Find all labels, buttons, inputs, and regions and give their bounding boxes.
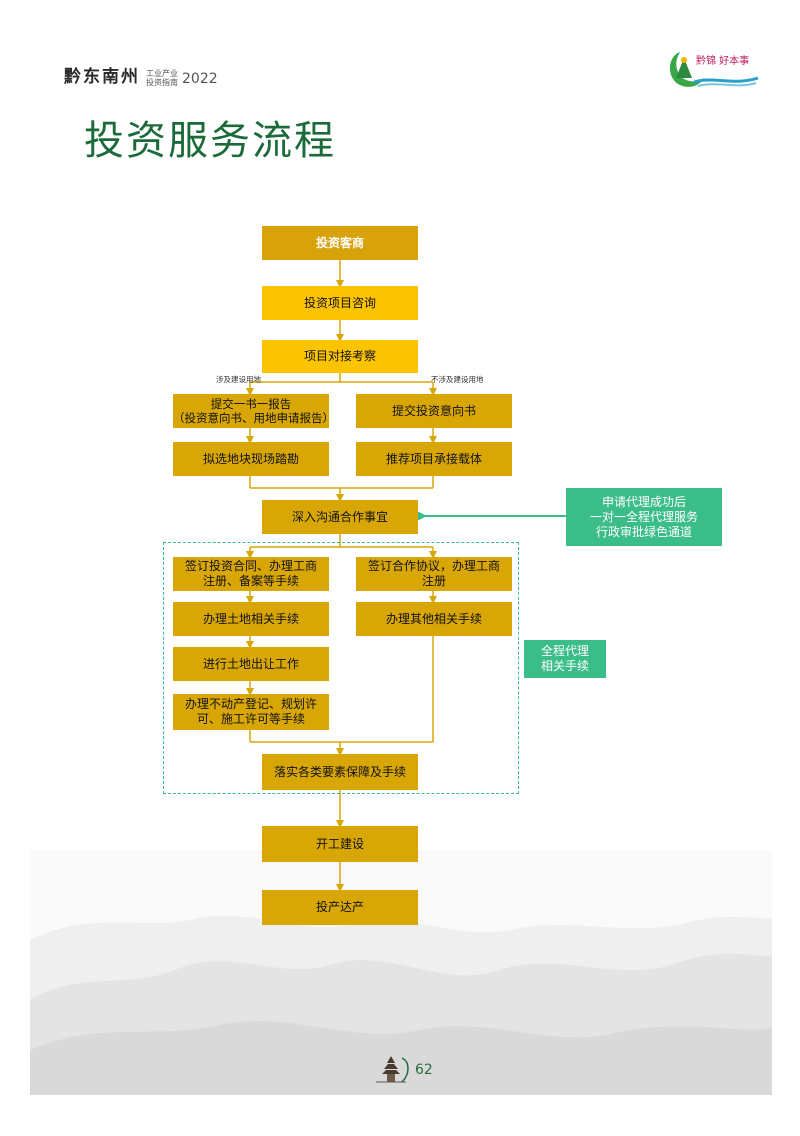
node-site-survey: 拟选地块现场踏勘	[173, 442, 329, 476]
node-project-consulting: 投资项目咨询	[262, 286, 418, 320]
node-deep-communication: 深入沟通合作事宜	[262, 500, 418, 534]
green-channel-note: 申请代理成功后 一对一全程代理服务 行政审批绿色通道	[566, 488, 722, 546]
logo-text: 黔锦 好本事	[696, 56, 750, 67]
branch-left-label: 涉及建设用地	[216, 375, 261, 384]
brand-subtitle: 工业产业 投资指南	[146, 69, 178, 87]
node-implement-guarantees: 落实各类要素保障及手续	[262, 754, 418, 790]
node-other-procedures: 办理其他相关手续	[356, 602, 512, 636]
node-land-transfer: 进行土地出让工作	[173, 647, 329, 681]
header-brand: 黔东南州 工业产业 投资指南 2022	[64, 62, 218, 87]
node-investor: 投资客商	[262, 226, 418, 260]
proxy-scope-frame	[163, 542, 519, 794]
drum-tower-icon	[376, 1056, 409, 1083]
node-submit-letter-report: 提交一书一报告 （投资意向书、用地申请报告）	[173, 394, 334, 428]
branch-right-label: 不涉及建设用地	[431, 375, 484, 384]
brand-logo-icon	[669, 52, 759, 87]
node-land-procedures: 办理土地相关手续	[173, 602, 329, 636]
brand-name: 黔东南州	[64, 67, 140, 87]
node-start-construction: 开工建设	[262, 826, 418, 862]
node-sign-contract: 签订投资合同、办理工商 注册、备案等手续	[173, 557, 329, 591]
brand-sub-line1: 工业产业	[146, 69, 178, 78]
node-recommend-carrier: 推荐项目承接载体	[356, 442, 512, 476]
page-number: 62	[415, 1062, 433, 1078]
node-sign-agreement: 签订合作协议，办理工商 注册	[356, 557, 512, 591]
proxy-label: 全程代理 相关手续	[524, 640, 606, 678]
node-permits: 办理不动产登记、规划许 可、施工许可等手续	[173, 694, 329, 730]
node-submit-intent: 提交投资意向书	[356, 394, 512, 428]
page-title: 投资服务流程	[84, 118, 336, 164]
node-production: 投产达产	[262, 890, 418, 925]
node-project-inspection: 项目对接考察	[262, 340, 418, 373]
brand-year: 2022	[182, 71, 218, 87]
brand-sub-line2: 投资指南	[146, 78, 178, 87]
